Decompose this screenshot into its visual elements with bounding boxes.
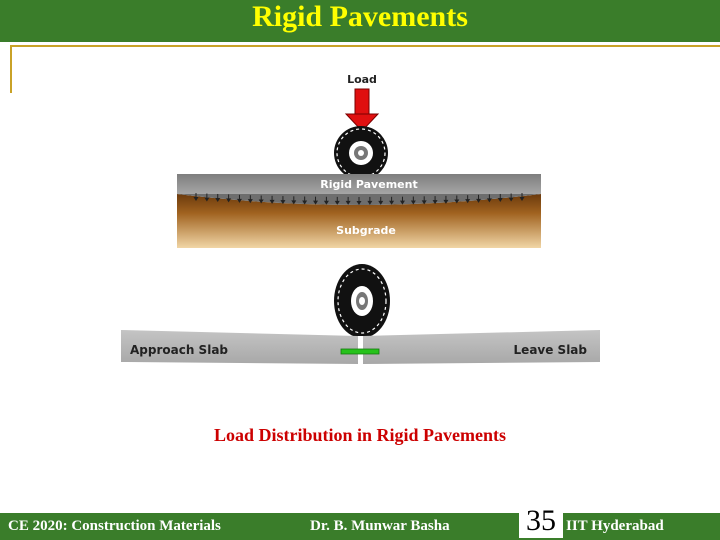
footer-bar	[0, 513, 720, 540]
footer-course: CE 2020: Construction Materials	[8, 518, 221, 534]
stress-arrow-head	[432, 200, 438, 205]
stress-arrow-head	[204, 197, 210, 202]
stress-arrow-head	[323, 200, 329, 205]
leave-slab	[363, 330, 600, 364]
leave-slab-label: Leave Slab	[514, 343, 588, 357]
slide-title: Rigid Pavements	[252, 0, 468, 33]
stress-arrow-head	[269, 199, 275, 204]
stress-arrow-head	[193, 196, 199, 201]
rigid-pavement-layer	[177, 174, 541, 194]
stress-arrow-head	[486, 198, 492, 203]
stress-arrow-head	[508, 197, 514, 202]
footer-institute: IIT Hyderabad	[566, 518, 664, 534]
stress-arrow-head	[399, 200, 405, 205]
stress-arrow-head	[421, 200, 427, 205]
approach-slab	[121, 330, 358, 364]
wheel-icon	[334, 264, 390, 338]
stress-arrow-head	[226, 198, 232, 203]
stress-arrow-head	[345, 200, 351, 205]
stress-arrow-head	[378, 200, 384, 205]
stress-arrow-head	[313, 200, 319, 205]
stress-distribution-arrows	[193, 192, 525, 205]
slide-number: 35	[519, 504, 563, 538]
stress-arrow-head	[497, 197, 503, 202]
stress-arrow-head	[236, 198, 242, 203]
dowel-bar	[340, 348, 380, 355]
stress-arrow-head	[367, 200, 373, 205]
footer-instructor: Dr. B. Munwar Basha	[310, 518, 450, 534]
stress-arrow-head	[280, 200, 286, 205]
stress-arrow-head	[334, 200, 340, 205]
stress-arrow-head	[291, 200, 297, 205]
stress-arrow-head	[410, 200, 416, 205]
stress-arrow-head	[519, 196, 525, 201]
figure-caption: Load Distribution in Rigid Pavements	[213, 425, 507, 445]
stress-arrow-head	[302, 200, 308, 205]
accent-frame	[10, 45, 720, 93]
approach-slab-label: Approach Slab	[130, 343, 228, 357]
stress-arrow-head	[465, 199, 471, 204]
title-bar	[0, 0, 720, 42]
stress-arrow-head	[389, 200, 395, 205]
stress-arrow-head	[454, 199, 460, 204]
stress-arrow-head	[258, 199, 264, 204]
rigid-pavement-label: Rigid Pavement	[320, 178, 417, 191]
stress-arrow-head	[356, 200, 362, 205]
stress-arrow-head	[247, 199, 253, 204]
wheel-icon	[334, 126, 388, 180]
load-label: Load	[347, 73, 377, 86]
stress-arrow-head	[443, 199, 449, 204]
stress-arrow-head	[215, 197, 221, 202]
load-arrow-icon	[344, 88, 380, 132]
stress-arrow-head	[476, 198, 482, 203]
subgrade-label: Subgrade	[336, 224, 396, 237]
